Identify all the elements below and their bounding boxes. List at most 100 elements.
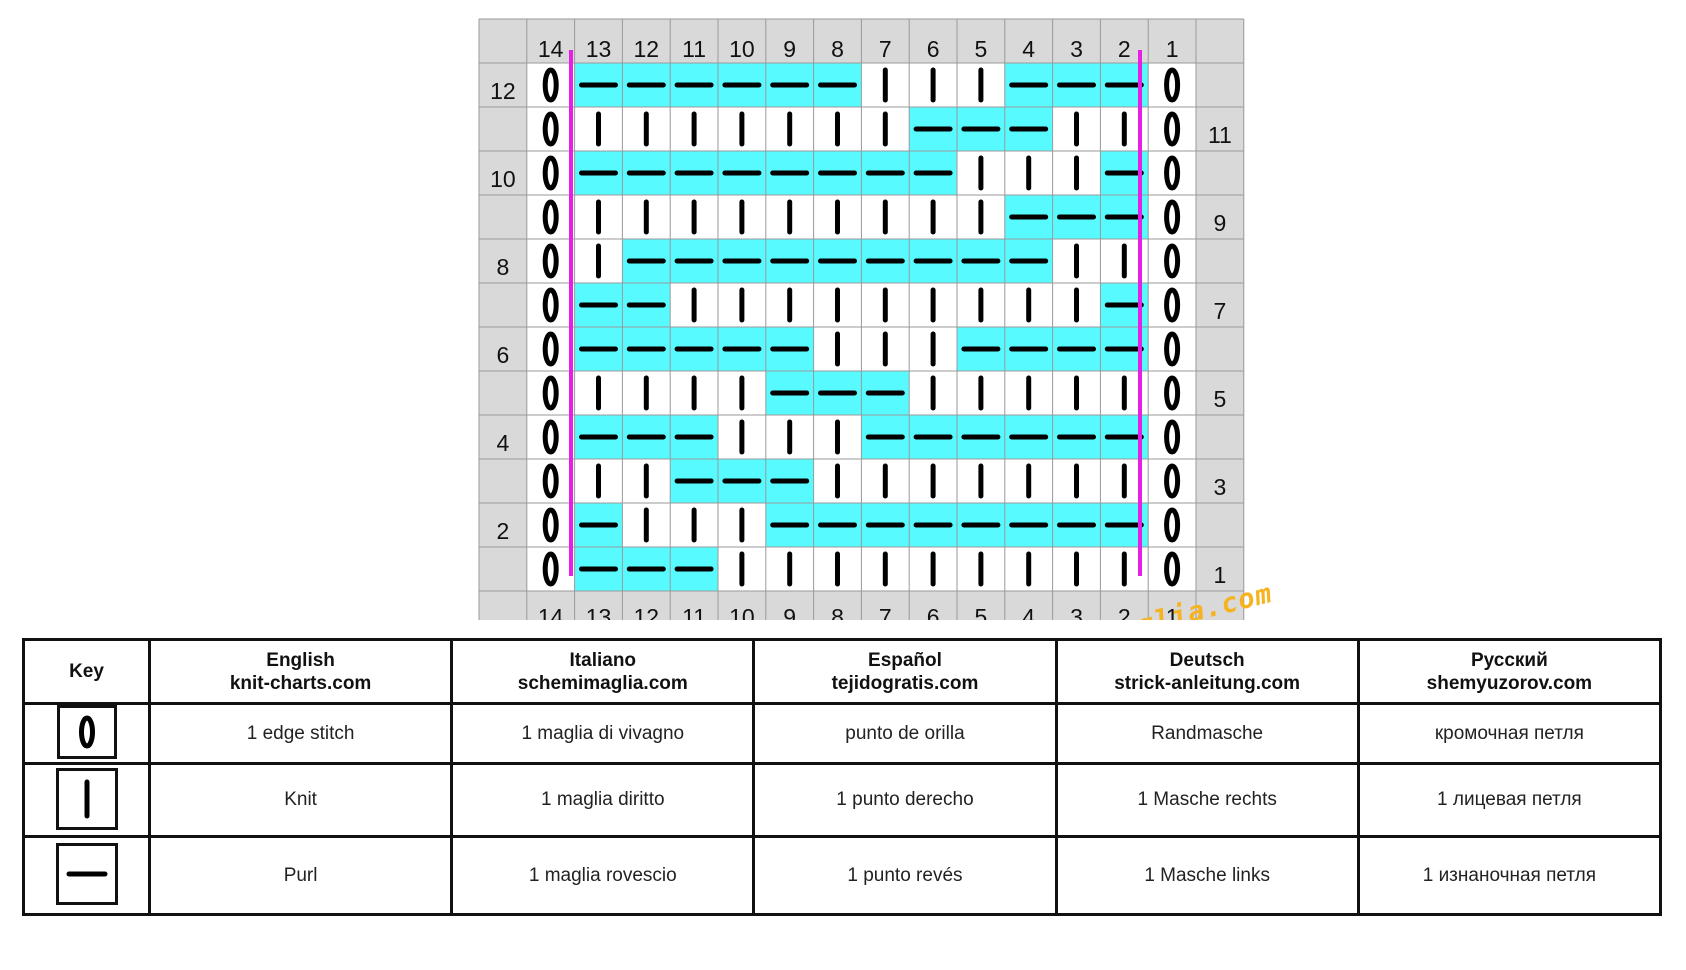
col-number-bottom: 9 (783, 604, 796, 620)
col-number-top: 8 (831, 36, 844, 62)
col-number-top: 14 (538, 36, 564, 62)
edge-stitch-symbol (1164, 67, 1181, 103)
col-number-top: 4 (1022, 36, 1035, 62)
knit-stitch-icon (55, 767, 118, 830)
edge-stitch-symbol (542, 67, 559, 103)
col-number-top: 13 (586, 36, 612, 62)
row-number-left: 6 (497, 342, 510, 368)
col-number-bottom: 14 (538, 604, 564, 620)
chart-cells (478, 18, 1245, 620)
edge-stitch-symbol (1164, 551, 1181, 587)
chart-labels: 1414131312121111101099887766554433221112… (490, 36, 1232, 620)
col-number-bottom: 11 (682, 604, 706, 620)
col-number-top: 10 (729, 36, 755, 62)
col-number-bottom: 6 (927, 604, 940, 620)
col-number-top: 2 (1118, 36, 1131, 62)
chart-symbols (542, 67, 1181, 587)
col-number-bottom: 7 (879, 604, 892, 620)
key-ru: 1 лицевая петля (1356, 762, 1663, 838)
key-de: 1 Masche links (1054, 835, 1360, 916)
row-number-right: 5 (1214, 386, 1227, 412)
key-en: Knit (147, 762, 454, 838)
edge-stitch-symbol (1164, 155, 1181, 191)
key-de: 1 Masche rechts (1054, 762, 1360, 838)
col-number-bottom: 5 (975, 604, 988, 620)
edge-stitch-symbol (542, 507, 559, 543)
key-it: 1 maglia di vivagno (450, 702, 756, 765)
edge-stitch-symbol (1164, 287, 1181, 323)
key-symbol-cell (22, 762, 151, 838)
knitting-chart: 1414131312121111101099887766554433221112… (478, 18, 1276, 620)
key-symbol-cell (22, 702, 151, 765)
key-de: Randmasche (1054, 702, 1360, 765)
row-number-right: 9 (1214, 210, 1227, 236)
edge-stitch-symbol (542, 551, 559, 587)
row-number-right: 1 (1214, 562, 1227, 588)
row-number-left: 10 (490, 166, 516, 192)
key-en: Purl (147, 835, 454, 916)
col-number-bottom: 2 (1118, 604, 1131, 620)
edge-stitch-symbol (542, 287, 559, 323)
col-number-top: 1 (1166, 36, 1179, 62)
edge-stitch-symbol (542, 331, 559, 367)
edge-stitch-icon (56, 705, 117, 759)
edge-stitch-symbol (542, 419, 559, 455)
edge-stitch-symbol (1164, 463, 1181, 499)
edge-stitch-symbol (1164, 375, 1181, 411)
key-row-edge-stitch: 1 edge stitch 1 maglia di vivagno punto … (22, 702, 1663, 765)
col-number-top: 5 (975, 36, 988, 62)
col-number-top: 12 (634, 36, 660, 62)
key-ru: кромочная петля (1356, 702, 1663, 765)
key-it: 1 maglia diritto (450, 762, 756, 838)
row-number-right: 7 (1214, 298, 1227, 324)
col-number-bottom: 13 (586, 604, 612, 620)
col-number-bottom: 10 (729, 604, 755, 620)
edge-stitch-symbol (542, 243, 559, 279)
col-number-bottom: 12 (634, 604, 660, 620)
edge-stitch-symbol (542, 375, 559, 411)
row-number-left: 4 (497, 430, 510, 456)
edge-stitch-symbol (1164, 243, 1181, 279)
edge-stitch-symbol (1164, 199, 1181, 235)
col-number-top: 11 (682, 36, 706, 62)
purl-stitch-icon (55, 843, 118, 905)
key-es: 1 punto revés (752, 835, 1058, 916)
key-es: 1 punto derecho (752, 762, 1058, 838)
key-symbol-cell (22, 835, 151, 916)
key-it: 1 maglia rovescio (450, 835, 756, 916)
row-number-left: 12 (490, 78, 516, 104)
row-number-left: 8 (497, 254, 510, 280)
col-number-top: 9 (783, 36, 796, 62)
col-number-top: 7 (879, 36, 892, 62)
edge-stitch-symbol (1164, 331, 1181, 367)
col-number-top: 3 (1070, 36, 1083, 62)
header-key: Key (22, 638, 151, 705)
col-number-bottom: 1 (1166, 604, 1179, 620)
edge-stitch-symbol (1164, 507, 1181, 543)
key-ru: 1 изнаночная петля (1356, 835, 1663, 916)
key-row-purl: Purl 1 maglia rovescio 1 punto revés 1 M… (22, 835, 1663, 916)
edge-stitch-symbol (542, 199, 559, 235)
col-number-bottom: 3 (1070, 604, 1083, 620)
key-row-knit: Knit 1 maglia diritto 1 punto derecho 1 … (22, 762, 1663, 838)
col-number-top: 6 (927, 36, 940, 62)
col-number-bottom: 8 (831, 604, 844, 620)
edge-stitch-symbol (542, 111, 559, 147)
edge-stitch-symbol (542, 155, 559, 191)
edge-stitch-symbol (1164, 419, 1181, 455)
row-number-right: 11 (1208, 122, 1232, 148)
edge-stitch-symbol (542, 463, 559, 499)
row-number-left: 2 (497, 518, 510, 544)
edge-stitch-symbol (1164, 111, 1181, 147)
row-number-right: 3 (1214, 474, 1227, 500)
key-es: punto de orilla (752, 702, 1058, 765)
key-en: 1 edge stitch (147, 702, 454, 765)
col-number-bottom: 4 (1022, 604, 1035, 620)
